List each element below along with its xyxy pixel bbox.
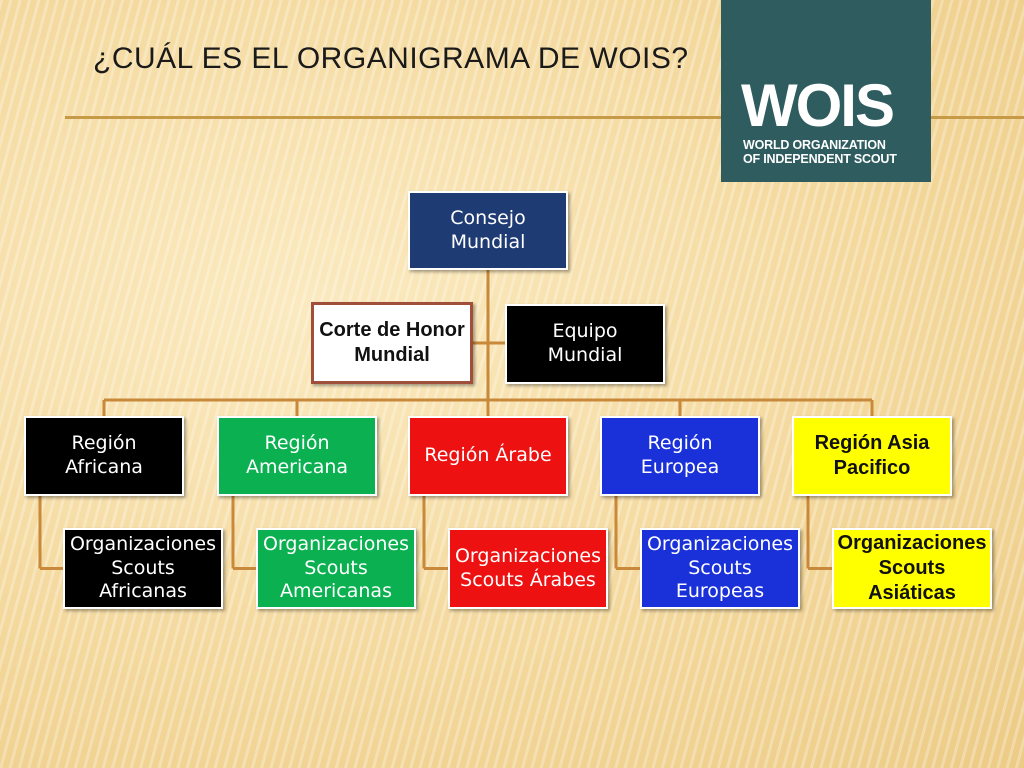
wois-logo: WOIS WORLD ORGANIZATION OF INDEPENDENT S…	[721, 0, 931, 182]
node-region-5-label: Región Asia Pacifico	[814, 432, 930, 479]
node-region-2: Región Americana	[217, 416, 377, 496]
wois-wordmark: WOIS	[741, 72, 895, 139]
node-org-2-label: Organizaciones Scouts Americanas	[262, 532, 410, 603]
slide-title: ¿CUÁL ES EL ORGANIGRAMA DE WOIS?	[93, 42, 689, 75]
node-org-4-label: Organizaciones Scouts Europeas	[646, 532, 794, 603]
logo-line-2: OF INDEPENDENT SCOUT	[743, 152, 897, 166]
node-region-4-label: Región Europea	[640, 432, 720, 478]
node-region-2-label: Región Americana	[245, 432, 349, 478]
node-region-1: Región Africana	[24, 416, 184, 496]
node-org-4: Organizaciones Scouts Europeas	[640, 528, 800, 609]
node-corte-de-honor: Corte de Honor Mundial	[311, 302, 473, 384]
title-divider	[65, 116, 1024, 119]
node-equipo-mundial: Equipo Mundial	[505, 304, 665, 384]
logo-line-1: WORLD ORGANIZATION	[743, 138, 886, 152]
node-region-1-label: Región Africana	[65, 432, 143, 478]
node-org-5: Organizaciones Scouts Asiáticas	[832, 528, 992, 609]
node-org-1-label: Organizaciones Scouts Africanas	[69, 532, 217, 603]
node-region-3: Región Árabe	[408, 416, 568, 496]
node-org-3: Organizaciones Scouts Árabes	[448, 528, 608, 609]
node-org-1: Organizaciones Scouts Africanas	[63, 528, 223, 609]
node-org-3-label: Organizaciones Scouts Árabes	[454, 544, 602, 591]
node-consejo-mundial-label: Consejo Mundial	[450, 206, 526, 253]
node-region-3-label: Región Árabe	[424, 444, 552, 467]
node-region-4: Región Europea	[600, 416, 760, 496]
node-org-2: Organizaciones Scouts Americanas	[256, 528, 416, 609]
node-consejo-mundial: Consejo Mundial	[408, 191, 568, 270]
node-corte-de-honor-label: Corte de Honor Mundial	[319, 319, 465, 366]
node-region-5: Región Asia Pacifico	[792, 416, 952, 496]
node-org-5-label: Organizaciones Scouts Asiáticas	[837, 532, 987, 604]
node-equipo-mundial-label: Equipo Mundial	[547, 320, 623, 366]
